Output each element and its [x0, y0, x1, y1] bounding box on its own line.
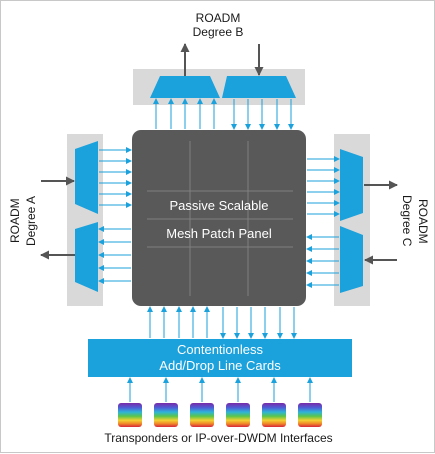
transponder: [226, 403, 250, 427]
transponders: [118, 403, 322, 427]
mesh-patch-panel: [132, 130, 306, 306]
degree-b-demux: [150, 76, 220, 98]
transponder: [154, 403, 178, 427]
degree-b-line2: Degree B: [192, 25, 244, 39]
transponder: [262, 403, 286, 427]
degree-b-label: ROADM Degree B: [173, 11, 263, 39]
line-cards-line2: Add/Drop Line Cards: [159, 358, 281, 373]
panel-title-line2: Mesh Patch Panel: [166, 226, 272, 241]
line-cards-line1: Contentionless: [177, 342, 263, 357]
degree-a-line1: ROADM: [8, 198, 22, 244]
transponders-label: Transponders or IP-over-DWDM Interfaces: [104, 431, 333, 445]
transponder: [118, 403, 142, 427]
degree-c-mux: [340, 226, 363, 293]
line-cards-title: Contentionless Add/Drop Line Cards: [88, 342, 352, 374]
panel-title-line1: Passive Scalable: [169, 198, 269, 213]
degree-a-demux: [75, 141, 98, 214]
degree-a-line2: Degree A: [24, 195, 38, 247]
degree-b-mux: [222, 76, 296, 98]
degree-c-line1: ROADM: [416, 198, 430, 244]
add-drop-line-cards: [88, 339, 352, 377]
degree-a-mux: [75, 222, 98, 292]
degree-c-demux: [340, 149, 363, 221]
transponder: [298, 403, 322, 427]
degree-c-line2: Degree C: [400, 195, 414, 247]
transponder: [190, 403, 214, 427]
degree-c-label: ROADM Degree C: [399, 181, 431, 261]
degree-b-line1: ROADM: [195, 11, 241, 25]
blue-connection-arrows: [98, 98, 340, 402]
fiber-arrows: [40, 43, 398, 265]
degree-a-label: ROADM Degree A: [7, 181, 39, 261]
